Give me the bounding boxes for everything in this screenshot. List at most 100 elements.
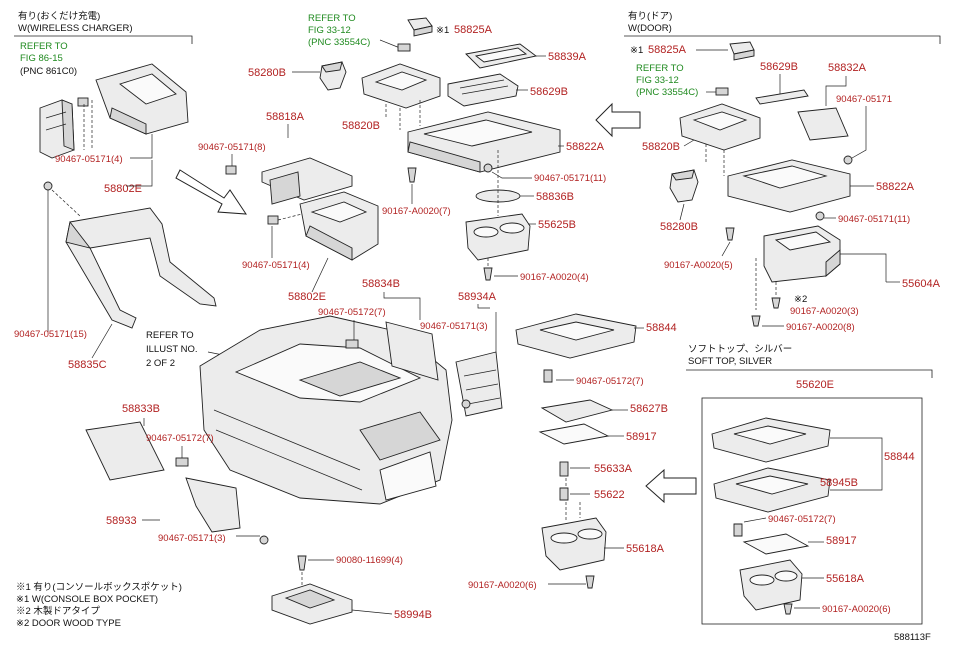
leader-line	[126, 160, 153, 187]
cup-holder-55625B	[465, 213, 531, 261]
spring-icon	[559, 461, 569, 477]
screw-icon	[585, 575, 595, 589]
side-panel-58933	[185, 477, 241, 533]
connector-icon	[715, 87, 729, 96]
gasket-58627B	[540, 399, 614, 423]
ref-fig-33-12-a-l2: FIG 33-12	[308, 25, 351, 36]
center-console-body	[199, 315, 453, 505]
clip-icon	[259, 535, 269, 545]
part-label: 58802E	[104, 183, 142, 195]
clip-icon	[43, 181, 53, 191]
leader-line	[379, 39, 401, 49]
part-label: 90467-05171(4)	[55, 154, 123, 165]
ref-fig-33-12-b-l2: FIG 33-12	[636, 75, 679, 86]
side-cover-58833B	[85, 421, 165, 481]
part-label: 58822A	[876, 181, 915, 193]
part-label: 55618A	[626, 543, 665, 555]
side-panel-58834B	[385, 321, 439, 381]
part-label: 90467-05171(15)	[14, 329, 87, 340]
leader-line	[311, 257, 329, 293]
trim-panel-58629B	[447, 73, 519, 107]
bracket-58994B	[271, 583, 353, 625]
note-refer-illust-l3: 2 OF 2	[146, 358, 175, 369]
note-wireless-jp: 有り(おくだけ充電)	[18, 10, 100, 22]
door-bracket	[624, 35, 941, 44]
ref-fig-86-15-l1: REFER TO	[20, 41, 68, 52]
wireless-charger-module	[39, 99, 75, 159]
leader-line	[743, 517, 767, 523]
clip-icon	[483, 163, 493, 173]
part-label: 90167-A0020(6)	[468, 580, 537, 591]
note-soft-top-jp: ソフトトップ、シルバー	[688, 344, 792, 355]
leader-line	[351, 609, 393, 615]
part-label: 58834B	[362, 278, 400, 290]
part-label: 58835C	[68, 359, 107, 371]
part-label: 58825A	[648, 44, 687, 56]
part-label: 58825A	[454, 24, 493, 36]
part-label: 58934A	[458, 291, 497, 303]
lid-58844	[515, 313, 637, 359]
part-label: 55622	[594, 489, 625, 501]
leader-line	[477, 304, 490, 309]
lid-58844-soft	[711, 417, 831, 463]
ref-fig-33-12-b-l1: REFER TO	[636, 63, 684, 74]
clip-icon	[175, 457, 189, 467]
clip-icon	[225, 165, 237, 175]
part-label: 90167-A0020(7)	[382, 206, 451, 217]
console-upper-panel-58822A-door	[727, 159, 851, 213]
part-label: 90467-05171(4)	[242, 260, 310, 271]
note-mark-1: ※1	[436, 25, 449, 36]
part-label: 58822A	[566, 141, 605, 153]
clip-icon	[345, 339, 359, 349]
part-label: 58994B	[394, 609, 432, 621]
note-wireless-en: W(WIRELESS CHARGER)	[18, 23, 133, 34]
direction-arrow-icon	[595, 102, 641, 138]
note-soft-top-en: SOFT TOP, SILVER	[688, 356, 772, 367]
note-door-en: W(DOOR)	[628, 23, 672, 34]
console-upper-panel-58822A	[407, 111, 561, 173]
console-side-trim-58835C	[65, 207, 217, 329]
screw-icon	[751, 315, 761, 327]
part-label: 90467-05172(7)	[576, 376, 644, 387]
shift-boot-58280B	[319, 61, 347, 91]
trim-strip-58629B	[755, 89, 809, 105]
part-label: 55633A	[594, 463, 633, 475]
note-mark-1: ※1	[630, 45, 643, 56]
clip-icon	[815, 211, 825, 221]
note-mark-2: ※2	[794, 294, 807, 305]
connector-icon	[397, 43, 411, 52]
part-label: 58844	[884, 451, 915, 463]
part-label: 90467-05171(3)	[158, 533, 226, 544]
leader-line	[679, 203, 685, 221]
part-label: 58832A	[828, 62, 867, 74]
wireless-bracket	[14, 35, 193, 44]
clip-icon	[461, 399, 471, 409]
leader-line	[825, 76, 847, 106]
door-panel-58832A	[797, 107, 849, 141]
clip-icon	[267, 215, 279, 225]
note-refer-illust-l2: ILLUST NO.	[146, 344, 198, 355]
clip-icon	[733, 523, 743, 537]
leader-line	[683, 139, 695, 147]
small-pocket-58825A	[407, 17, 433, 37]
part-label: 55620E	[796, 379, 834, 391]
screw-icon	[483, 267, 493, 281]
note-door-jp: 有り(ドア)	[628, 10, 672, 22]
part-label: 90167-A0020(5)	[664, 260, 733, 271]
part-label: 90167-A0020(4)	[520, 272, 589, 283]
shift-bezel-58839A	[465, 43, 538, 69]
part-label: 90167-A0020(3)	[790, 306, 859, 317]
part-label: 58627B	[630, 403, 668, 415]
screw-icon	[771, 297, 781, 309]
screw-icon	[725, 227, 735, 241]
direction-arrow-icon	[175, 169, 247, 215]
leader-line	[830, 437, 883, 491]
soft-top-bracket	[686, 369, 933, 378]
leader-line	[91, 323, 113, 359]
spring-icon	[559, 487, 569, 501]
cup-holder-55618A-soft	[739, 559, 803, 611]
legend-line-3: ※2 木製ドアタイプ	[16, 605, 100, 617]
console-box-55604A	[763, 225, 841, 283]
leader-line	[721, 241, 731, 257]
screw-icon	[783, 603, 793, 615]
